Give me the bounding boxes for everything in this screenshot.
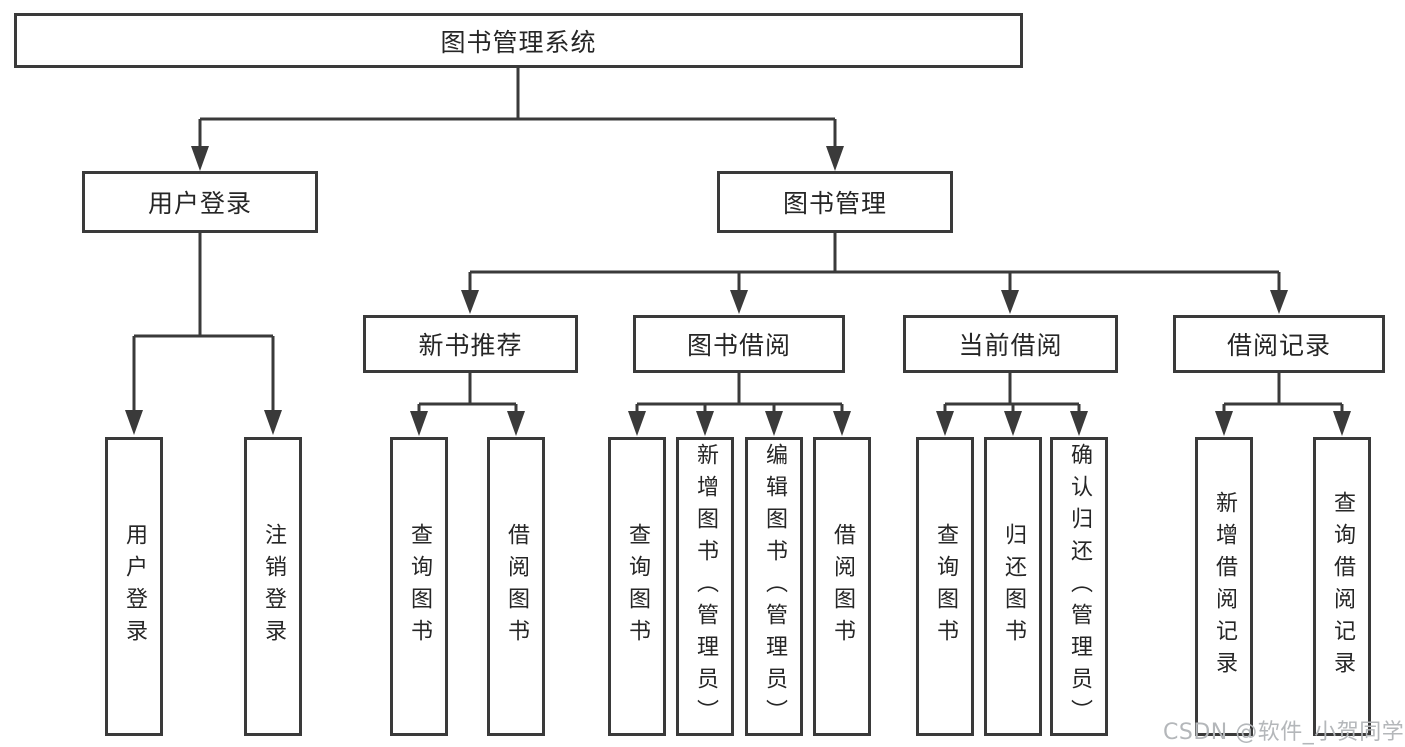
- node-query-books-borrowing: 查询图书: [608, 437, 666, 736]
- node-edit-book-admin: 编辑图书（管理员）: [745, 437, 803, 736]
- node-add-book-admin: 新增图书（管理员）: [676, 437, 734, 736]
- node-logout-leaf: 注销登录: [244, 437, 302, 736]
- node-user-login: 用户登录: [82, 171, 318, 233]
- connector-userlogin-to-children: [125, 233, 282, 435]
- connector-current-to-children: [936, 373, 1088, 436]
- node-book-borrowing: 图书借阅: [633, 315, 845, 373]
- node-book-management: 图书管理: [717, 171, 953, 233]
- node-query-borrow-record: 查询借阅记录: [1313, 437, 1371, 736]
- connector-bookmgmt-to-level3: [461, 233, 1288, 314]
- connector-borrow-to-children: [628, 373, 851, 436]
- csdn-watermark: CSDN @软件_小贺同学: [1163, 720, 1405, 745]
- node-add-borrow-record: 新增借阅记录: [1195, 437, 1253, 736]
- connector-root-to-level2: [191, 68, 844, 171]
- node-query-books-current: 查询图书: [916, 437, 974, 736]
- node-library-management-system: 图书管理系统: [14, 13, 1023, 68]
- connector-records-to-children: [1215, 373, 1351, 436]
- node-current-borrowing: 当前借阅: [903, 315, 1118, 373]
- node-borrow-books-newbook: 借阅图书: [487, 437, 545, 736]
- connector-newbook-to-children: [410, 373, 525, 436]
- node-borrowing-records: 借阅记录: [1173, 315, 1385, 373]
- node-user-login-leaf: 用户登录: [105, 437, 163, 736]
- node-return-books: 归还图书: [984, 437, 1042, 736]
- node-new-book-recommendation: 新书推荐: [363, 315, 578, 373]
- node-borrow-books-borrowing: 借阅图书: [813, 437, 871, 736]
- node-confirm-return-admin: 确认归还（管理员）: [1050, 437, 1108, 736]
- node-query-books-newbook: 查询图书: [390, 437, 448, 736]
